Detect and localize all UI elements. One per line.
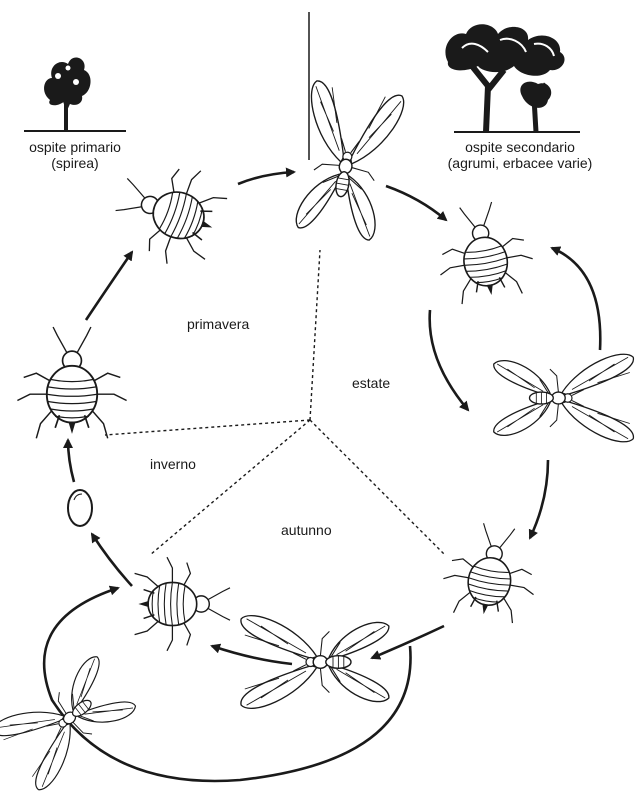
sexual-female-icon xyxy=(135,557,230,651)
arrow-egg-to-fundatrix xyxy=(68,440,74,482)
arrow-summer-up xyxy=(552,248,600,350)
aphid-summer-icon xyxy=(430,197,539,307)
arrow-summer-down xyxy=(430,310,468,410)
season-autumn-label: autunno xyxy=(281,522,332,538)
primary-host-plant: (spirea) xyxy=(10,155,140,171)
arrow-sexual-to-egg xyxy=(92,534,132,586)
season-winter-label: inverno xyxy=(150,456,196,472)
primary-host-name: ospite primario xyxy=(10,139,140,155)
egg-icon xyxy=(68,490,92,526)
season-spring-label: primavera xyxy=(187,316,249,332)
trees-icon xyxy=(445,24,580,132)
winged-male-icon xyxy=(0,650,141,792)
season-dividers xyxy=(105,12,445,555)
cycle-arrows xyxy=(44,172,600,781)
arrow-summer-to-autumn xyxy=(530,460,548,538)
primary-host-label: ospite primario (spirea) xyxy=(10,139,140,171)
fundatrix-icon xyxy=(17,327,126,438)
arrow-winged-to-sexual xyxy=(212,646,292,664)
winged-aphid-return-icon xyxy=(241,616,389,709)
season-summer-label: estate xyxy=(352,375,390,391)
secondary-host-label: ospite secondario (agrumi, erbacee varie… xyxy=(420,139,620,171)
winged-aphid-summer-icon xyxy=(494,354,634,442)
winged-aphid-migrant-icon xyxy=(288,80,405,242)
arrow-flight-to-summer xyxy=(386,186,446,220)
arrow-spring-to-flight xyxy=(238,172,294,184)
secondary-host-name: ospite secondario xyxy=(420,139,620,155)
aphid-autumn-icon xyxy=(438,518,544,626)
shrub-icon xyxy=(24,57,126,131)
secondary-host-plants: (agrumi, erbacee varie) xyxy=(420,155,620,171)
arrow-fundatrix-to-spring xyxy=(86,252,132,320)
